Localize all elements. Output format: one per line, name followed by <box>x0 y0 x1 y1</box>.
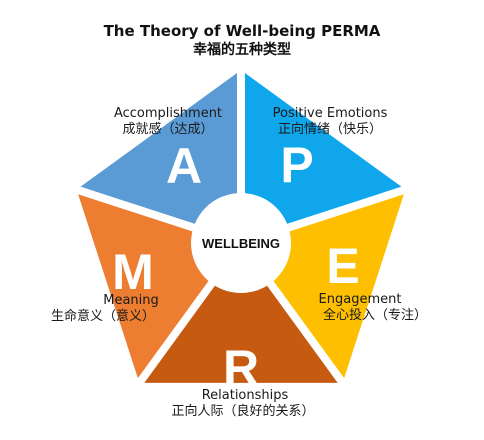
diagram-subtitle: 幸福的五种类型 <box>193 42 291 58</box>
segment-zh-label-r: 正向人际（良好的关系） <box>171 403 314 419</box>
segment-zh-label-e: 全心投入（专注） <box>323 307 427 323</box>
segment-en-label-m: Meaning <box>103 293 159 308</box>
segment-en-label-a: Accomplishment <box>114 106 222 121</box>
segment-en-label-r: Relationships <box>202 388 289 403</box>
center-circle <box>191 193 291 293</box>
segment-zh-label-a: 成就感（达成） <box>122 121 213 137</box>
segment-en-label-e: Engagement <box>319 292 402 307</box>
segment-shape-a <box>80 73 237 234</box>
diagram-title: The Theory of Well-being PERMA <box>103 22 381 40</box>
segment-zh-label-m: 生命意义（意义） <box>51 308 155 324</box>
segment-shape-r <box>144 261 338 383</box>
title-block: The Theory of Well-being PERMA 幸福的五种类型 <box>0 22 484 60</box>
segment-zh-label-p: 正向情绪（快乐） <box>278 121 382 137</box>
center-label: WELLBEING <box>202 236 280 251</box>
segment-shape-m <box>78 194 227 379</box>
segment-shape-e <box>255 194 404 379</box>
segment-letter-e: E <box>326 238 359 294</box>
segment-en-label-p: Positive Emotions <box>273 106 388 121</box>
segment-letter-a: A <box>166 138 202 194</box>
segment-shape-p <box>245 73 402 234</box>
segment-letter-r: R <box>223 340 259 396</box>
segment-letter-m: M <box>112 244 154 300</box>
segment-letter-p: P <box>280 137 313 193</box>
